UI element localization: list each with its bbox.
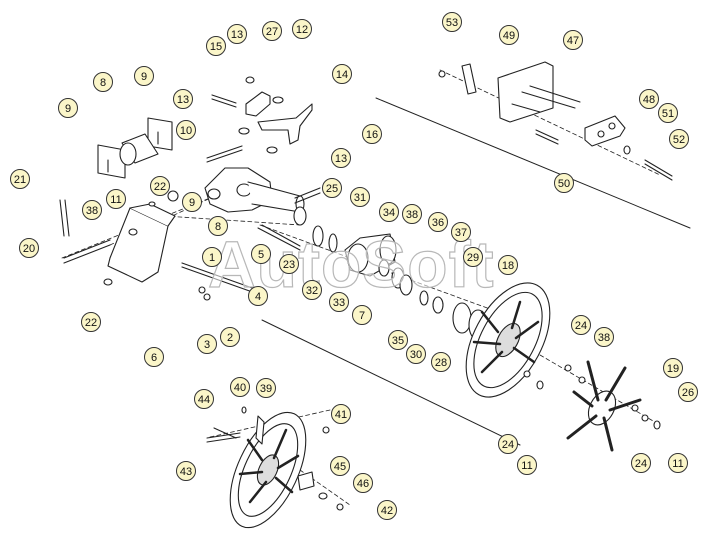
callout-16[interactable]: 16 [362, 124, 382, 144]
callout-5[interactable]: 5 [251, 244, 271, 264]
callout-8[interactable]: 8 [208, 216, 228, 236]
callout-47[interactable]: 47 [563, 30, 583, 50]
spacer-plate-right [147, 117, 173, 151]
pin-20 [63, 239, 111, 264]
callout-49[interactable]: 49 [499, 25, 519, 45]
callout-29[interactable]: 29 [463, 247, 483, 267]
callout-3[interactable]: 3 [197, 334, 217, 354]
callout-19[interactable]: 19 [663, 358, 683, 378]
callout-8[interactable]: 8 [93, 72, 113, 92]
large-rotor-disk [465, 282, 551, 398]
callout-23[interactable]: 23 [279, 254, 299, 274]
callout-24[interactable]: 24 [571, 315, 591, 335]
callout-37[interactable]: 37 [451, 222, 471, 242]
callout-22[interactable]: 22 [150, 176, 170, 196]
bolt-21 [59, 199, 70, 237]
callout-52[interactable]: 52 [669, 129, 689, 149]
callout-9[interactable]: 9 [134, 66, 154, 86]
callout-2[interactable]: 2 [220, 327, 240, 347]
bearing-rings [378, 259, 488, 341]
bracket-12 [245, 91, 271, 117]
callout-24[interactable]: 24 [498, 434, 518, 454]
callout-13[interactable]: 13 [173, 89, 193, 109]
callout-14[interactable]: 14 [332, 64, 352, 84]
callout-43[interactable]: 43 [176, 461, 196, 481]
callout-26[interactable]: 26 [678, 382, 698, 402]
callout-9[interactable]: 9 [58, 98, 78, 118]
callout-7[interactable]: 7 [352, 305, 372, 325]
callout-39[interactable]: 39 [256, 378, 276, 398]
base-bracket [107, 190, 179, 283]
callout-41[interactable]: 41 [331, 404, 351, 424]
callout-38[interactable]: 38 [82, 200, 102, 220]
callout-38[interactable]: 38 [594, 327, 614, 347]
lower-hardware [206, 406, 344, 511]
callout-11[interactable]: 11 [517, 455, 537, 475]
small-hardware [103, 187, 321, 301]
callout-9[interactable]: 9 [182, 192, 202, 212]
callout-51[interactable]: 51 [658, 103, 678, 123]
callout-1[interactable]: 1 [202, 247, 222, 267]
callout-11[interactable]: 11 [668, 453, 688, 473]
bolt-10 [206, 145, 243, 163]
callout-42[interactable]: 42 [377, 500, 397, 520]
callout-18[interactable]: 18 [498, 255, 518, 275]
lower-rotor-disk [229, 411, 307, 529]
callout-38[interactable]: 38 [402, 204, 422, 224]
callout-13[interactable]: 13 [227, 24, 247, 44]
callout-32[interactable]: 32 [302, 280, 322, 300]
callout-30[interactable]: 30 [406, 344, 426, 364]
callout-31[interactable]: 31 [350, 187, 370, 207]
callout-10[interactable]: 10 [176, 120, 196, 140]
right-hardware [523, 364, 661, 430]
callout-45[interactable]: 45 [330, 456, 350, 476]
callout-50[interactable]: 50 [554, 173, 574, 193]
small-washers-top [238, 76, 284, 154]
tine-rotor [566, 360, 642, 452]
callout-44[interactable]: 44 [194, 389, 214, 409]
callout-27[interactable]: 27 [262, 21, 282, 41]
callout-53[interactable]: 53 [442, 12, 462, 32]
shaft-1 [181, 262, 259, 295]
callout-28[interactable]: 28 [431, 352, 451, 372]
callout-12[interactable]: 12 [292, 19, 312, 39]
bolt-15 [211, 94, 237, 108]
callout-34[interactable]: 34 [379, 202, 399, 222]
callout-48[interactable]: 48 [639, 89, 659, 109]
spacer-plate-left [97, 144, 126, 179]
callout-35[interactable]: 35 [388, 330, 408, 350]
callout-22[interactable]: 22 [81, 312, 101, 332]
callout-40[interactable]: 40 [230, 377, 250, 397]
callout-15[interactable]: 15 [206, 36, 226, 56]
callout-46[interactable]: 46 [353, 473, 373, 493]
assembly-axis-lines [261, 97, 691, 446]
mount-bracket [438, 61, 581, 123]
bracket-14 [257, 103, 313, 145]
callout-36[interactable]: 36 [428, 212, 448, 232]
callout-25[interactable]: 25 [322, 178, 342, 198]
pivot-arm [204, 167, 305, 213]
callout-21[interactable]: 21 [10, 169, 30, 189]
callout-13[interactable]: 13 [331, 148, 351, 168]
callout-33[interactable]: 33 [329, 292, 349, 312]
callout-6[interactable]: 6 [144, 347, 164, 367]
bushing-cylinder [119, 133, 159, 166]
callout-20[interactable]: 20 [19, 238, 39, 258]
callout-11[interactable]: 11 [106, 189, 126, 209]
link-plate [535, 115, 673, 181]
callout-4[interactable]: 4 [248, 286, 268, 306]
callout-24[interactable]: 24 [631, 453, 651, 473]
